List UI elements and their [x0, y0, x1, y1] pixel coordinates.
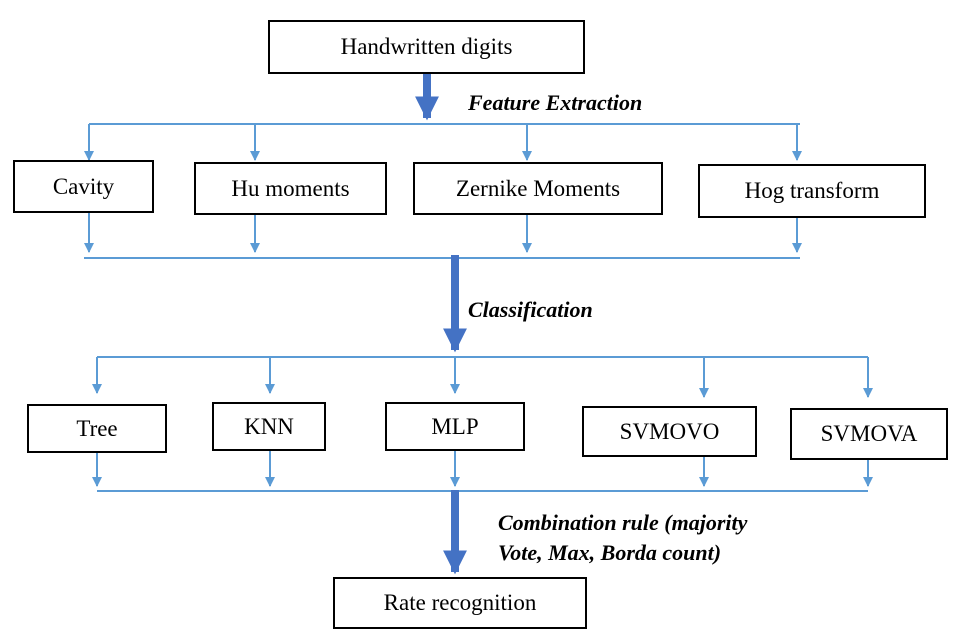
stage-label-classification: Classification: [468, 297, 593, 322]
classifier-box-knn: KNN: [212, 402, 326, 451]
classifier-box-tree: Tree: [27, 404, 167, 453]
stage-label-combination-line1: Combination rule (majority: [498, 510, 748, 535]
feature-box-hog-transform: Hog transform: [698, 164, 926, 218]
classifier-box-mlp: MLP: [385, 402, 525, 451]
feature-box-zernike-moments: Zernike Moments: [413, 162, 663, 215]
feature-box-cavity: Cavity: [13, 160, 154, 213]
stage-label-feature-extraction: Feature Extraction: [468, 90, 643, 115]
output-box: Rate recognition: [333, 577, 587, 629]
classifier-box-svmova: SVMOVA: [790, 408, 948, 460]
feature-box-hu-moments: Hu moments: [194, 162, 387, 215]
classifier-box-svmovo: SVMOVO: [582, 406, 757, 457]
input-box: Handwritten digits: [268, 20, 585, 74]
stage-label-combination-line2: Vote, Max, Borda count): [498, 540, 722, 565]
